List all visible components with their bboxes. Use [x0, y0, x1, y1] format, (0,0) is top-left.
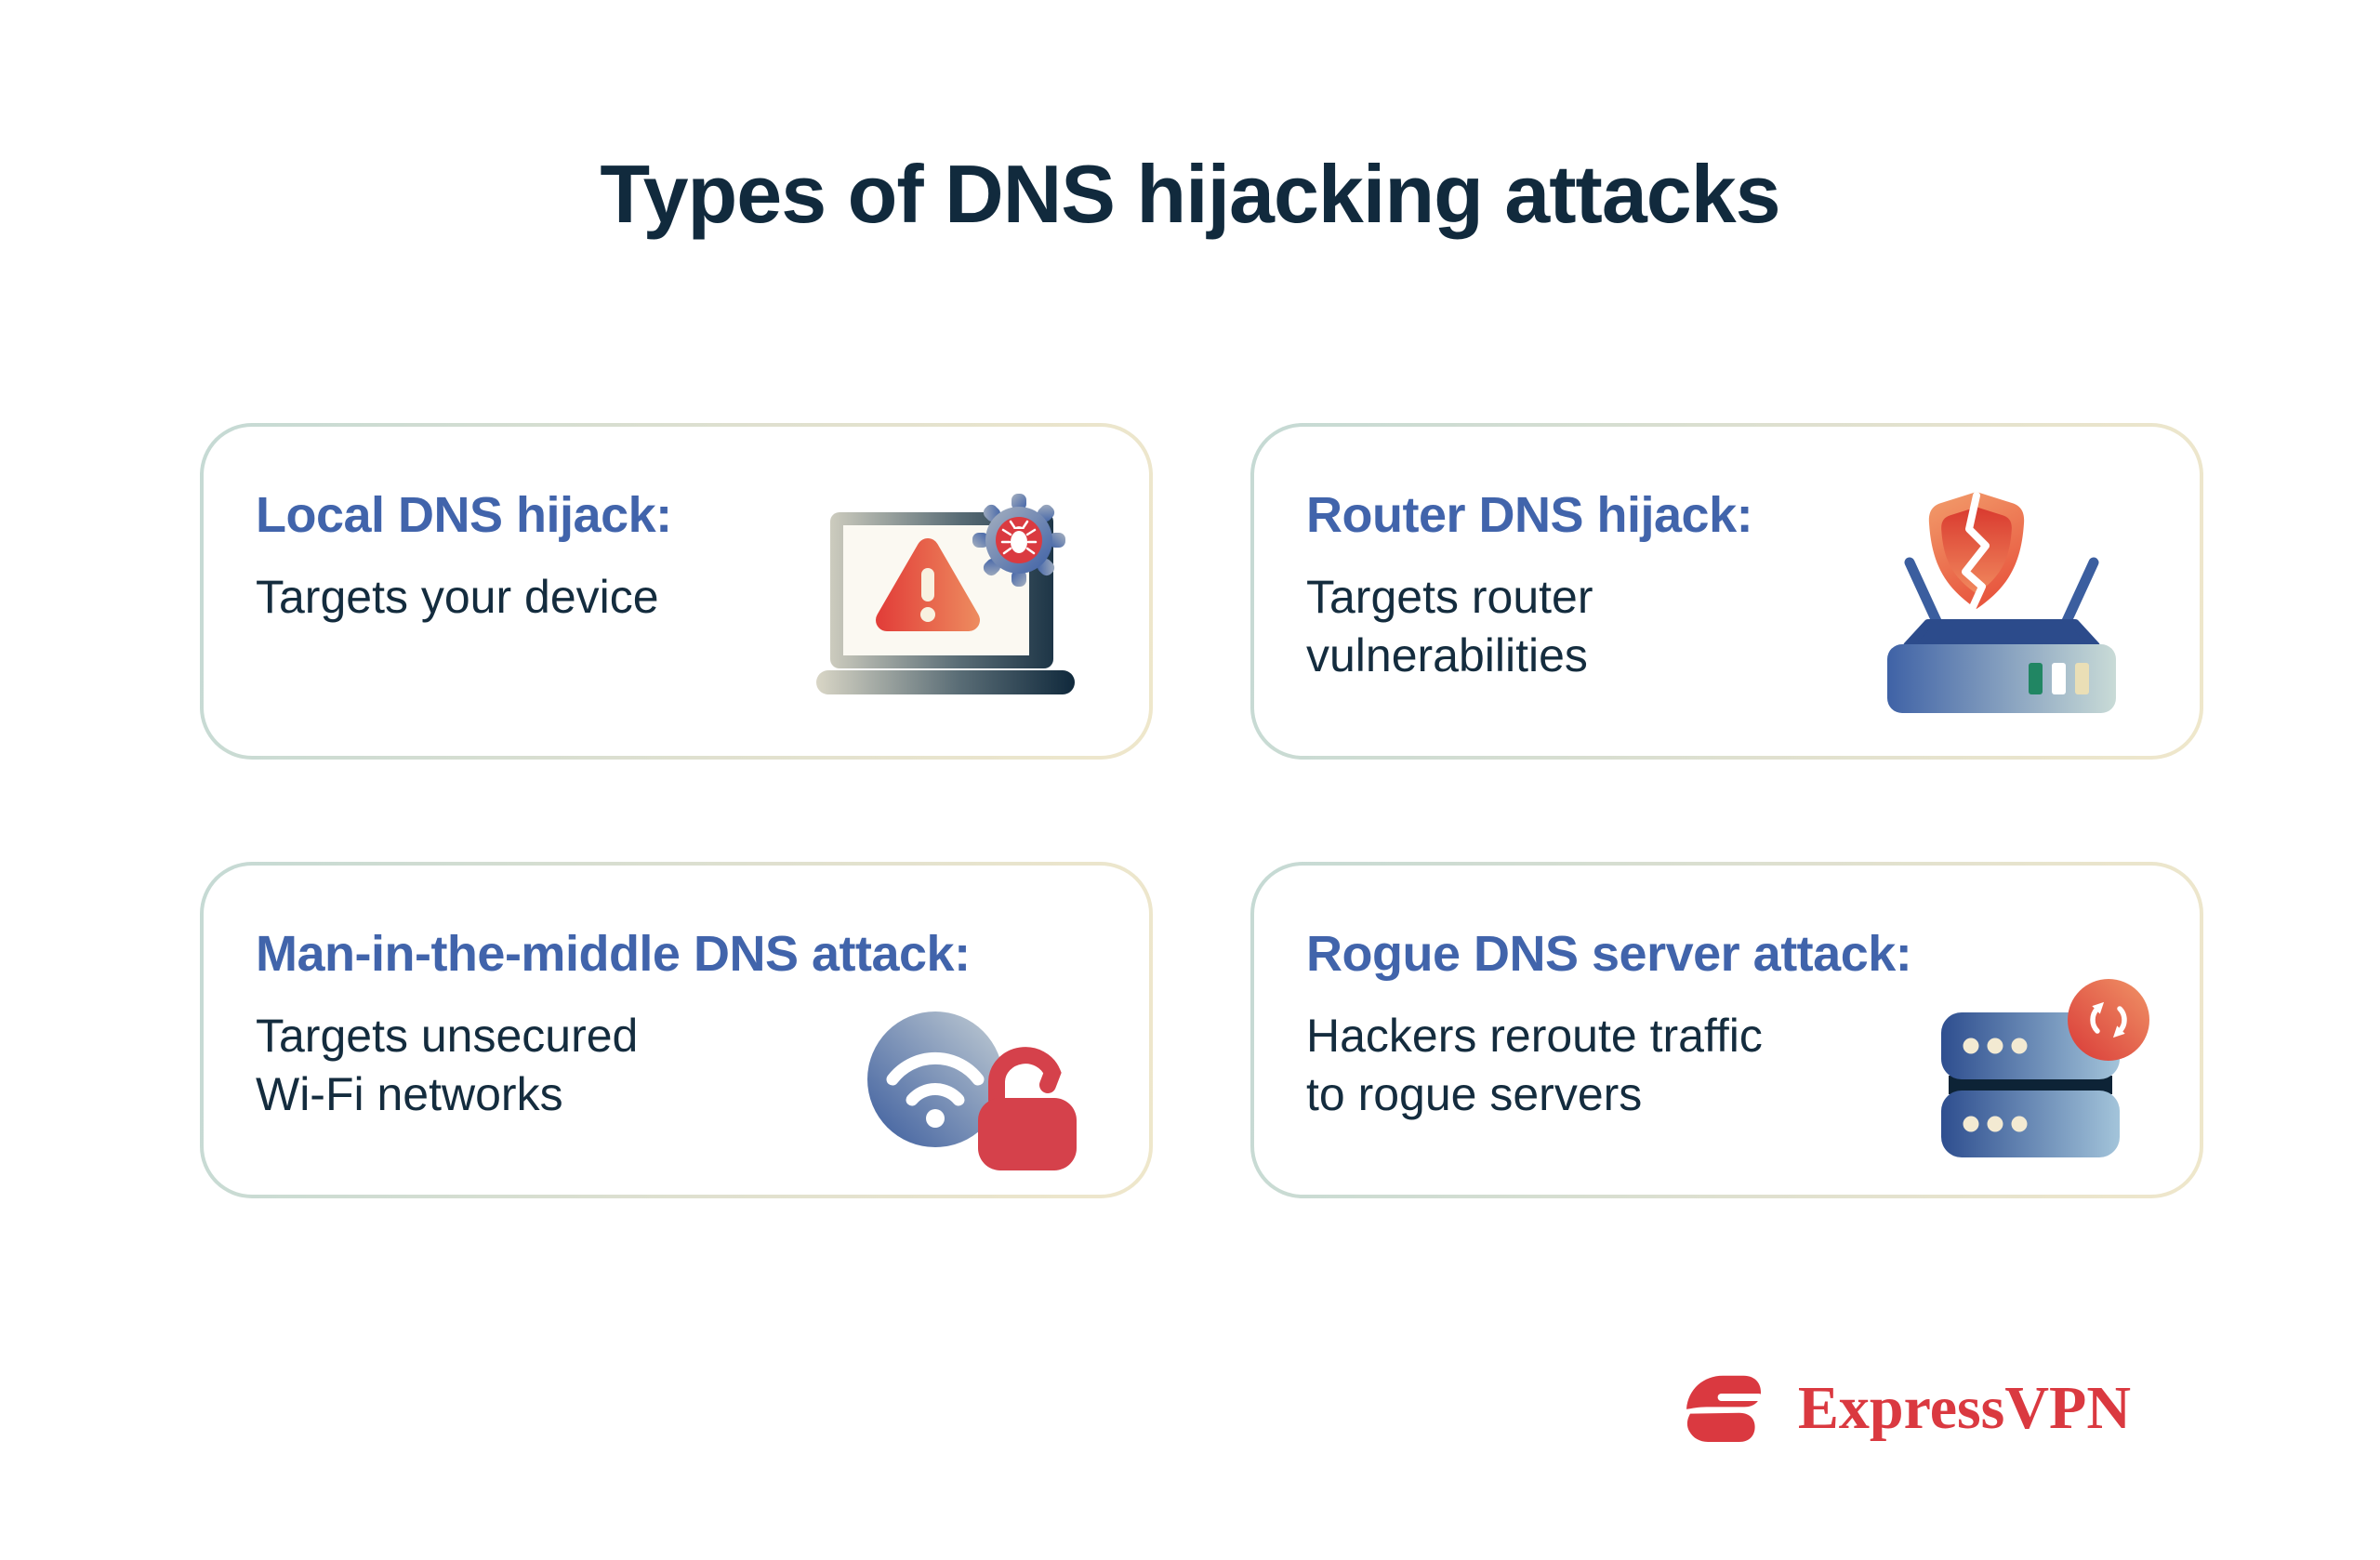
card-heading: Router DNS hijack:: [1306, 487, 1753, 543]
card-body-line: Targets your device: [256, 571, 659, 623]
brand-wordmark: ExpressVPN: [1797, 1374, 2131, 1442]
card-router-dns-hijack: Router DNS hijack: Targets router vulner…: [1250, 423, 2203, 760]
laptop-warning-icon: [816, 494, 1075, 694]
gear-bug-icon: [972, 494, 1065, 587]
card-body-line: vulnerabilities: [1306, 629, 1588, 681]
card-heading: Man-in-the-middle DNS attack:: [256, 926, 971, 982]
card-heading: Rogue DNS server attack:: [1306, 926, 1912, 982]
card-body-line: Targets router: [1306, 571, 1593, 623]
cards-grid: Local DNS hijack: Targets your device: [200, 423, 2203, 1198]
sync-arrows-icon: [2090, 1001, 2127, 1038]
card-local-dns-hijack: Local DNS hijack: Targets your device: [200, 423, 1153, 760]
card-body-line: Hackers reroute traffic: [1306, 1010, 1763, 1062]
router-shield-icon: [1887, 492, 2116, 713]
expressvpn-logo-icon: [1686, 1375, 1763, 1442]
card-body: Targets unsecured Wi-Fi networks: [256, 1007, 1112, 1124]
card-body-line: to rogue servers: [1306, 1068, 1643, 1120]
wifi-open-lock-icon: [867, 1011, 1077, 1170]
server-reroute-icon: [1941, 979, 2149, 1157]
page-title: Types of DNS hijacking attacks: [600, 148, 1780, 240]
card-body-line: Wi-Fi networks: [256, 1068, 563, 1120]
card-body: Targets your device: [256, 568, 1112, 627]
card-body-line: Targets unsecured: [256, 1010, 639, 1062]
brand-footer: ExpressVPN: [1675, 1359, 2131, 1458]
card-rogue-dns-server: Rogue DNS server attack: Hackers reroute…: [1250, 862, 2203, 1198]
card-body: Targets router vulnerabilities: [1306, 568, 2162, 685]
card-heading: Local DNS hijack:: [256, 487, 672, 543]
card-man-in-the-middle: Man-in-the-middle DNS attack: Targets un…: [200, 862, 1153, 1198]
card-body: Hackers reroute traffic to rogue servers: [1306, 1007, 2162, 1124]
